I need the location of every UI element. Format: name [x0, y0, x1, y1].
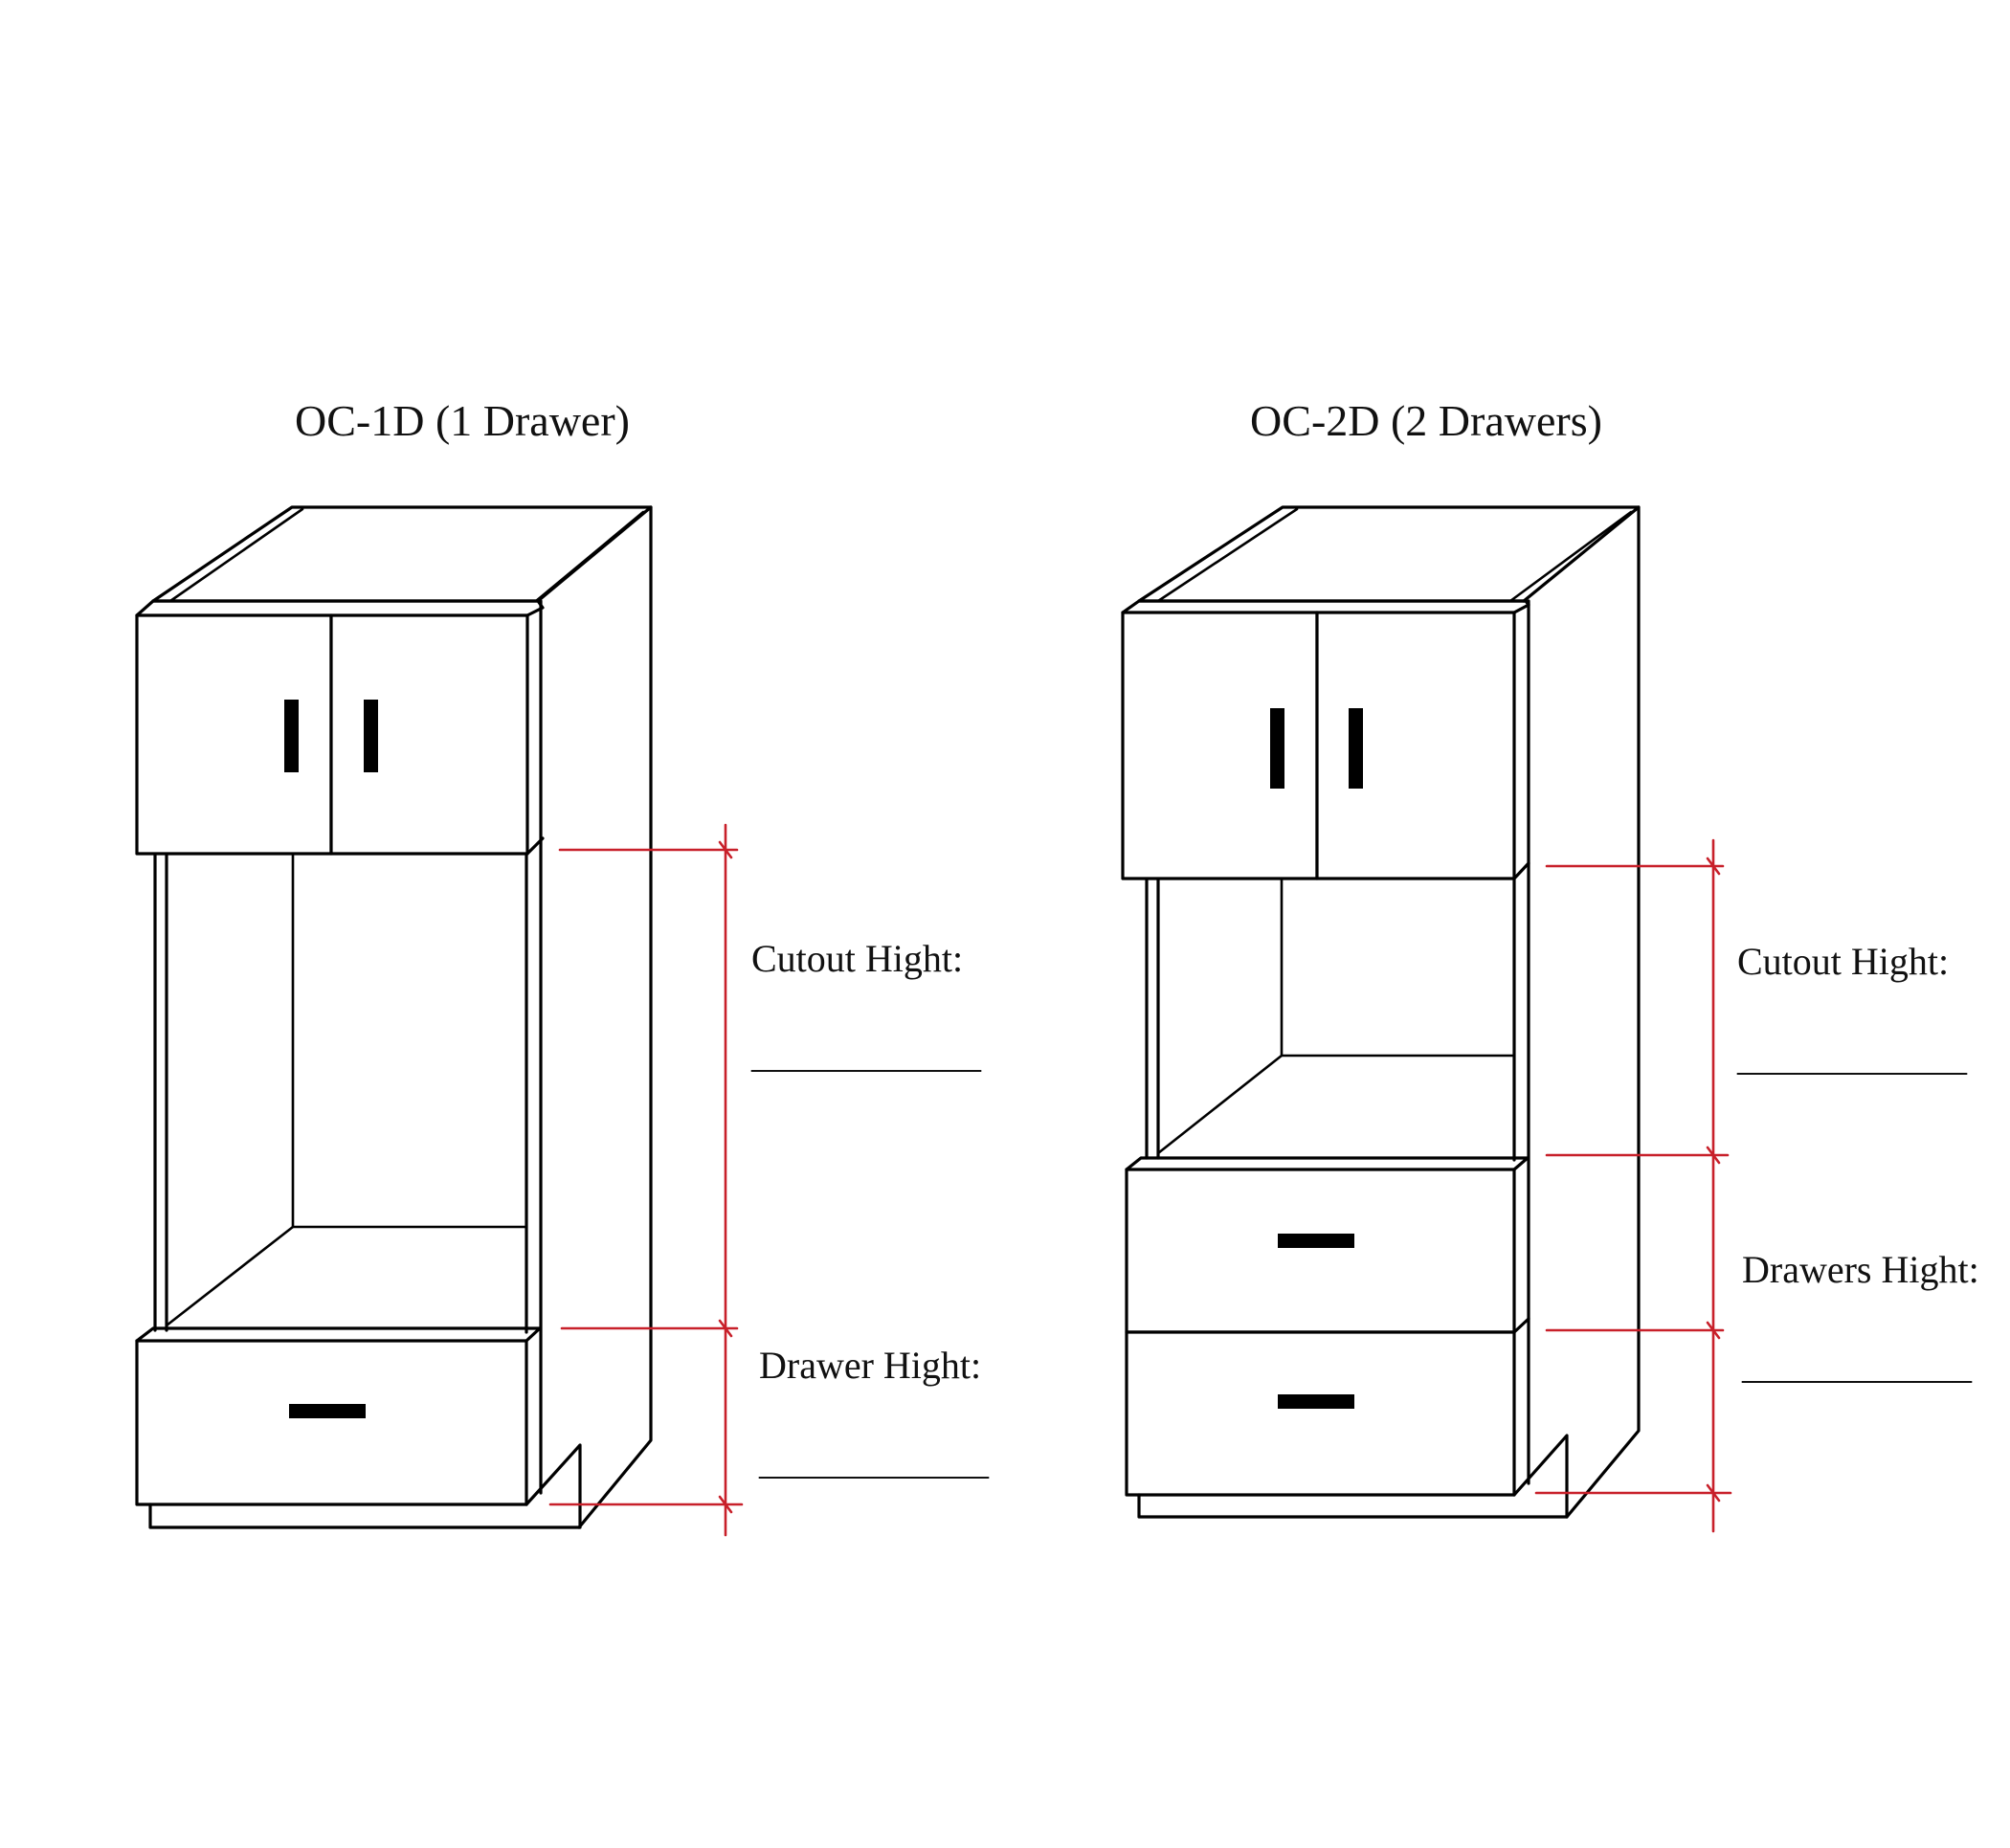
cutout-height-blank: ____________	[1736, 1035, 1968, 1079]
carcass-left-stile	[153, 850, 168, 1332]
cutout-floor-edge	[165, 1225, 295, 1327]
side-panel	[1522, 505, 1641, 1519]
upper-door-side-edge	[525, 836, 545, 856]
upper-door-right	[329, 613, 529, 856]
cutout-floor-edge	[1156, 1054, 1284, 1155]
upper-drawer-handle	[1278, 1234, 1354, 1248]
dimension-lines	[1534, 838, 1732, 1533]
cabinet-oc-1d: OC-1D (1 Drawer) Cutout Hight: _________…	[135, 396, 990, 1537]
upper-drawer-top-edge	[1125, 1156, 1530, 1171]
dimension-ticks	[1706, 857, 1721, 1503]
drawer-height-label: Drawer Hight:	[759, 1344, 981, 1387]
drawer-handle	[289, 1404, 366, 1418]
lower-drawer-side-edge	[1512, 1317, 1530, 1334]
upper-door-top-edge	[1121, 599, 1530, 614]
cutout-height-blank: ____________	[750, 1033, 982, 1076]
cutout-back-wall	[291, 850, 528, 1229]
drawers-height-blank: ____________	[1741, 1344, 1973, 1387]
carcass-right-stile	[525, 599, 543, 1495]
door-handle-right	[364, 700, 378, 772]
lower-drawer-handle	[1278, 1394, 1354, 1409]
upper-door-left	[135, 613, 333, 856]
door-handle-left	[1270, 708, 1284, 789]
drawers-height-label: Drawers Hight:	[1742, 1248, 1979, 1291]
carcass-right-stile	[1512, 599, 1530, 1485]
drawer-front	[135, 1339, 528, 1506]
cutout-back-wall	[1280, 877, 1516, 1058]
top-panel-edge	[168, 507, 645, 603]
cabinet-title: OC-1D (1 Drawer)	[295, 396, 630, 445]
top-panel-edge	[1156, 507, 1633, 603]
upper-drawer-front	[1125, 1168, 1516, 1334]
toe-kick	[148, 1443, 582, 1529]
carcass-left-stile	[1145, 877, 1160, 1160]
upper-door-top-edge	[135, 599, 545, 617]
dimension-ticks	[718, 840, 733, 1514]
cutout-height-label: Cutout Hight:	[1737, 940, 1949, 983]
lower-drawer-front	[1125, 1330, 1516, 1497]
top-panel	[1137, 505, 1641, 603]
cabinet-title: OC-2D (2 Drawers)	[1250, 396, 1602, 445]
drawer-height-blank: ____________	[758, 1439, 990, 1482]
upper-door-left	[1121, 611, 1319, 880]
toe-kick	[1137, 1434, 1569, 1519]
door-handle-right	[1349, 708, 1363, 789]
cutout-height-label: Cutout Hight:	[751, 937, 963, 980]
cutout-dimension-line	[548, 823, 744, 1537]
side-panel	[536, 505, 653, 1529]
upper-door-right	[1315, 611, 1516, 880]
door-handle-left	[284, 700, 299, 772]
top-panel	[151, 505, 653, 603]
cabinet-oc-2d: OC-2D (2 Drawers) Cutout Hi	[1121, 396, 1979, 1533]
upper-door-side-edge	[1512, 861, 1530, 880]
drawer-top-edge	[135, 1326, 542, 1343]
